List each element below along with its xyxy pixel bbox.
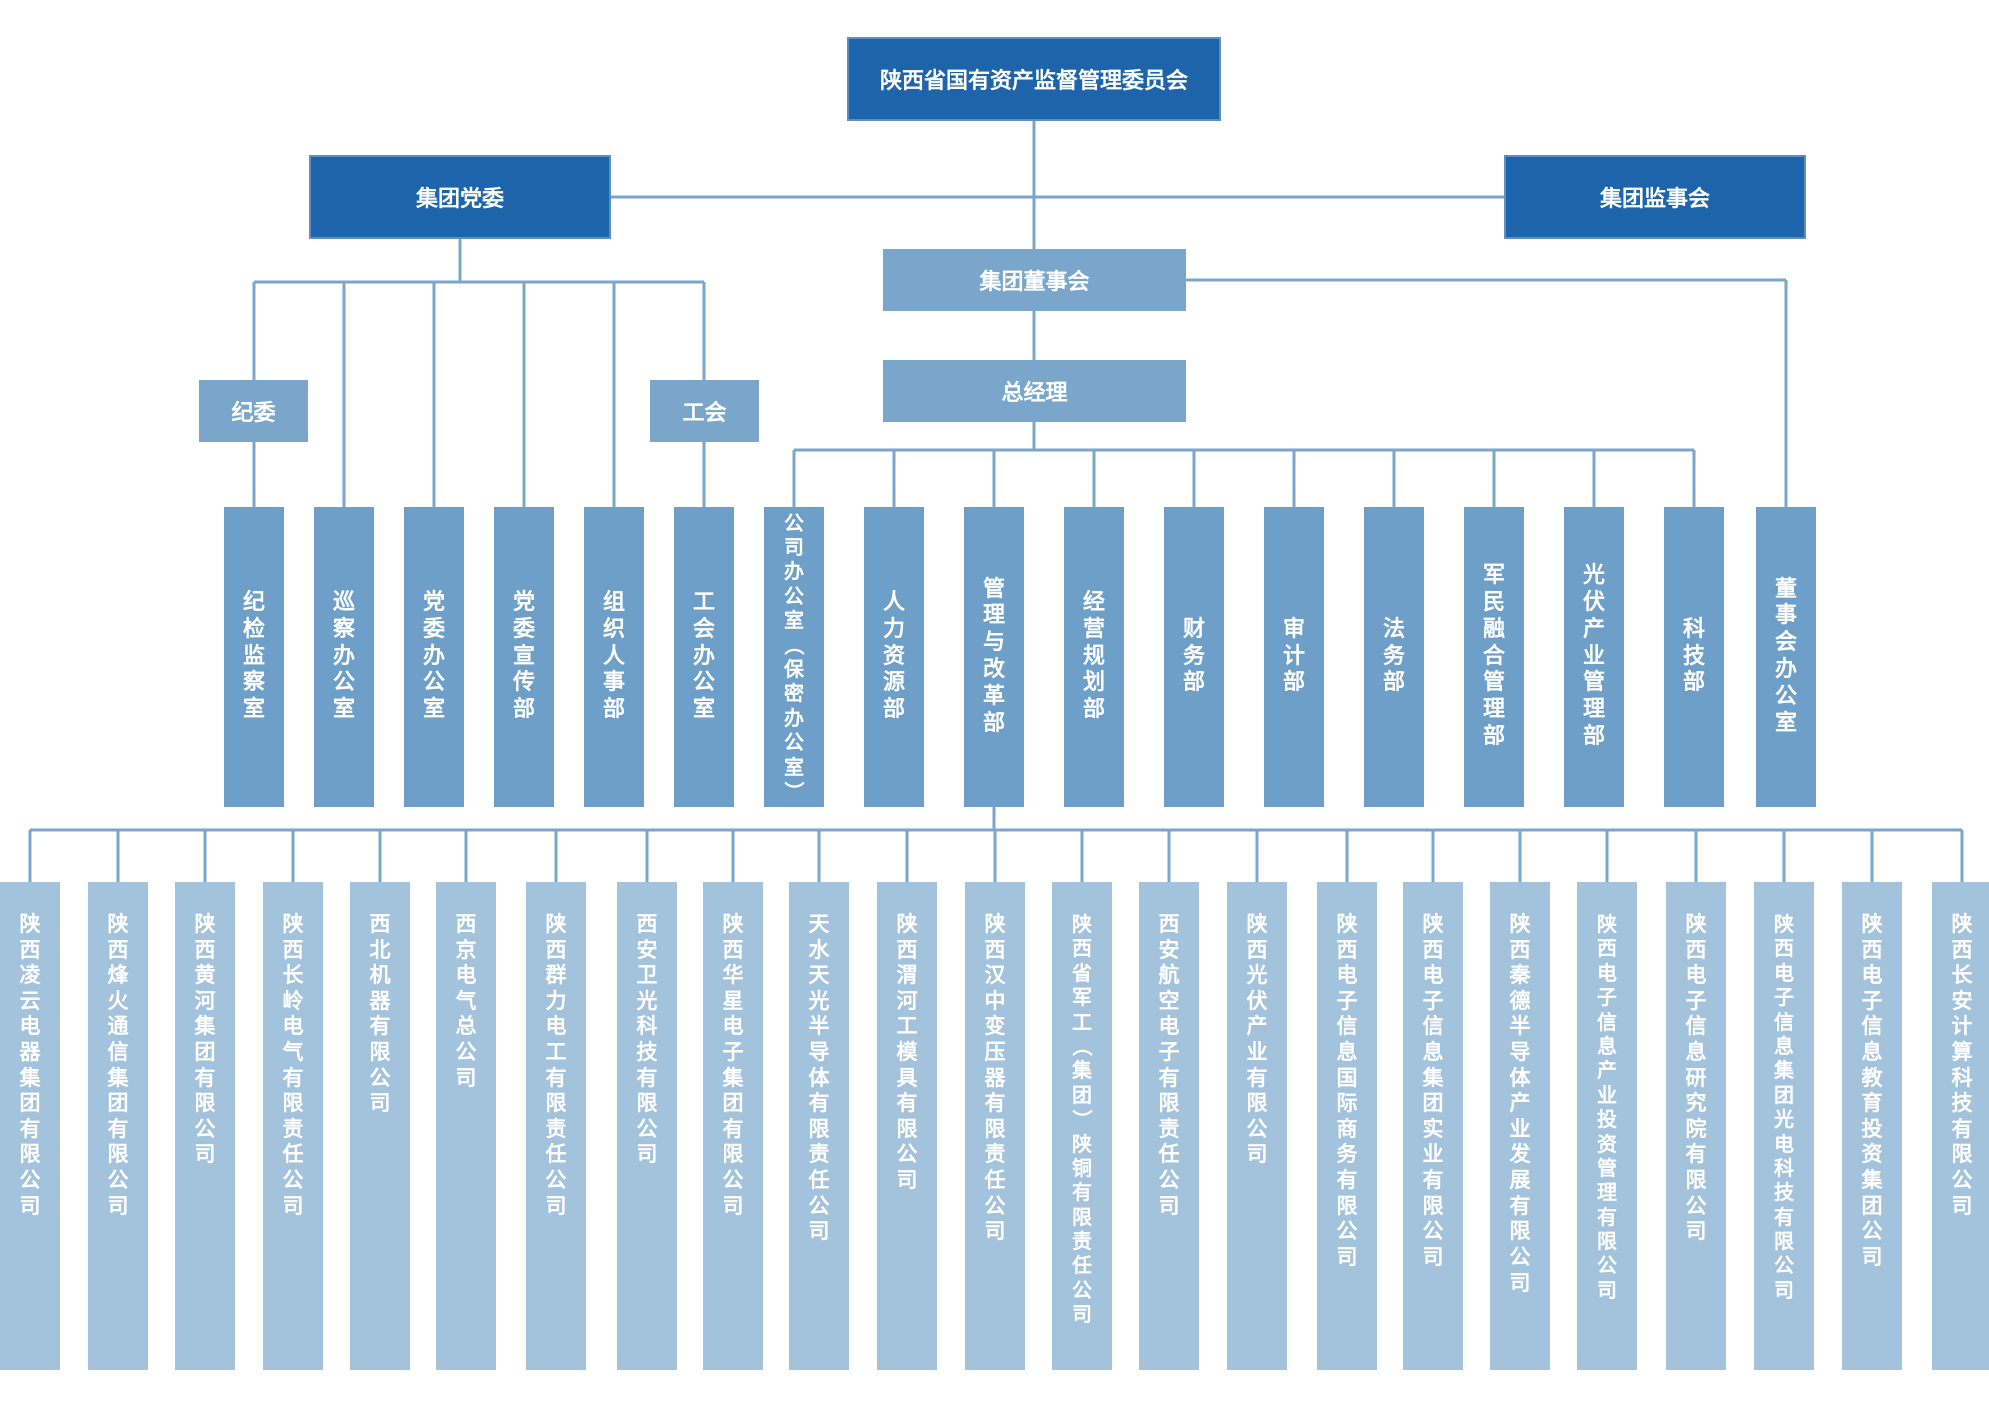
board-of-directors-box: 集团董事会 (883, 249, 1186, 311)
subsidiary-box-label: 陕西烽火通信集团有限公司 (107, 912, 129, 1218)
subsidiary-box-label: 陕西秦德半导体产业发展有限公司 (1509, 912, 1531, 1295)
subsidiary-box-label: 西安航空电子有限责任公司 (1158, 912, 1180, 1218)
department-box-12: 审计部 (1264, 507, 1324, 807)
supervisory-board-label: 集团监事会 (1599, 187, 1710, 212)
department-box-10: 经营规划部 (1064, 507, 1124, 807)
subsidiary-box-label: 陕西渭河工模具有限公司 (896, 912, 918, 1193)
subsidiary-box-label: 陕西汉中变压器有限责任公司 (984, 912, 1006, 1244)
subsidiary-box-4: 陕西长岭电气有限责任公司 (263, 882, 323, 1370)
subsidiary-box-1: 陕西凌云电器集团有限公司 (0, 882, 60, 1370)
subsidiary-box-3: 陕西黄河集团有限公司 (175, 882, 235, 1370)
subsidiary-box-label: 天水天光半导体有限责任公司 (808, 912, 830, 1244)
subsidiary-box-label: 陕西电子信息研究院有限公司 (1685, 912, 1707, 1244)
subsidiary-box-label: 陕西光伏产业有限公司 (1246, 912, 1268, 1167)
subsidiary-box-22: 陕西电子信息教育投资集团公司 (1842, 882, 1902, 1370)
department-box-8: 人力资源部 (864, 507, 924, 807)
subsidiary-box-14: 西安航空电子有限责任公司 (1139, 882, 1199, 1370)
union-box: 工会 (650, 380, 759, 442)
subsidiary-box-label: 陕西电子信息教育投资集团公司 (1861, 912, 1883, 1269)
subsidiary-box-6: 西京电气总公司 (436, 882, 496, 1370)
department-box-17: 董事会办公室 (1756, 507, 1816, 807)
department-box-4: 党委宣传部 (494, 507, 554, 807)
subsidiary-box-label: 西北机器有限公司 (369, 912, 391, 1116)
subsidiary-box-2: 陕西烽火通信集团有限公司 (88, 882, 148, 1370)
subsidiary-box-label: 陕西长安计算科技有限公司 (1951, 912, 1973, 1218)
supervisory-board-box: 集团监事会 (1504, 155, 1806, 239)
department-box-14: 军民融合管理部 (1464, 507, 1524, 807)
general-manager-box: 总经理 (883, 360, 1186, 422)
department-box-16: 科技部 (1664, 507, 1724, 807)
subsidiary-box-label: 陕西电子信息国际商务有限公司 (1336, 912, 1358, 1269)
department-box-label: 财务部 (1182, 616, 1205, 696)
department-box-label: 巡察办公室 (332, 589, 355, 723)
department-box-9: 管理与改革部 (964, 507, 1024, 807)
subsidiary-box-label: 陕西黄河集团有限公司 (194, 912, 216, 1167)
subsidiary-box-20: 陕西电子信息研究院有限公司 (1666, 882, 1726, 1370)
subsidiary-box-9: 陕西华星电子集团有限公司 (703, 882, 763, 1370)
department-box-label: 管理与改革部 (982, 576, 1005, 736)
department-box-label: 公司办公室（保密办公室） (782, 510, 807, 802)
subsidiary-box-18: 陕西秦德半导体产业发展有限公司 (1490, 882, 1550, 1370)
discipline-committee-label: 纪委 (231, 401, 276, 426)
department-box-label: 经营规划部 (1082, 589, 1105, 723)
department-box-label: 科技部 (1682, 616, 1705, 696)
board-of-directors-label: 集团董事会 (979, 270, 1090, 295)
subsidiary-box-label: 陕西省军工（集团）陕铜有限责任公司 (1070, 912, 1095, 1327)
subsidiary-box-label: 陕西长岭电气有限责任公司 (282, 912, 304, 1218)
subsidiary-box-label: 陕西凌云电器集团有限公司 (19, 912, 41, 1218)
department-box-6: 工会办公室 (674, 507, 734, 807)
party-committee-label: 集团党委 (415, 187, 504, 212)
sasac-box: 陕西省国有资产监督管理委员会 (847, 37, 1221, 121)
department-box-label: 党委宣传部 (512, 589, 535, 723)
department-box-label: 法务部 (1382, 616, 1405, 696)
subsidiary-box-16: 陕西电子信息国际商务有限公司 (1317, 882, 1377, 1370)
subsidiary-box-label: 陕西华星电子集团有限公司 (722, 912, 744, 1218)
department-box-3: 党委办公室 (404, 507, 464, 807)
department-box-label: 董事会办公室 (1774, 576, 1797, 736)
department-box-label: 光伏产业管理部 (1582, 563, 1605, 750)
department-box-label: 审计部 (1282, 616, 1305, 696)
subsidiary-box-5: 西北机器有限公司 (350, 882, 410, 1370)
sasac-label: 陕西省国有资产监督管理委员会 (879, 69, 1188, 94)
department-box-11: 财务部 (1164, 507, 1224, 807)
subsidiary-box-8: 西安卫光科技有限公司 (617, 882, 677, 1370)
department-box-1: 纪检监察室 (224, 507, 284, 807)
department-box-label: 纪检监察室 (242, 589, 265, 723)
subsidiary-box-21: 陕西电子信息集团光电科技有限公司 (1754, 882, 1814, 1370)
discipline-committee-box: 纪委 (199, 380, 308, 442)
subsidiary-box-label: 陕西电子信息集团光电科技有限公司 (1774, 912, 1794, 1302)
party-committee-box: 集团党委 (309, 155, 611, 239)
department-box-label: 党委办公室 (422, 589, 445, 723)
subsidiary-box-label: 陕西电子信息集团实业有限公司 (1422, 912, 1444, 1269)
subsidiary-box-19: 陕西电子信息产业投资管理有限公司 (1577, 882, 1637, 1370)
department-box-label: 组织人事部 (602, 589, 625, 723)
subsidiary-box-12: 陕西汉中变压器有限责任公司 (965, 882, 1025, 1370)
subsidiary-box-15: 陕西光伏产业有限公司 (1227, 882, 1287, 1370)
subsidiary-box-23: 陕西长安计算科技有限公司 (1932, 882, 1989, 1370)
subsidiary-box-label: 西京电气总公司 (455, 912, 477, 1090)
subsidiary-box-label: 陕西群力电工有限责任公司 (545, 912, 567, 1218)
department-box-7: 公司办公室（保密办公室） (764, 507, 824, 807)
department-box-13: 法务部 (1364, 507, 1424, 807)
department-box-2: 巡察办公室 (314, 507, 374, 807)
subsidiary-box-10: 天水天光半导体有限责任公司 (789, 882, 849, 1370)
union-label: 工会 (682, 401, 727, 426)
department-box-5: 组织人事部 (584, 507, 644, 807)
department-box-15: 光伏产业管理部 (1564, 507, 1624, 807)
subsidiary-box-label: 西安卫光科技有限公司 (636, 912, 658, 1167)
department-box-label: 工会办公室 (692, 589, 715, 723)
department-box-label: 军民融合管理部 (1482, 563, 1505, 750)
subsidiary-box-7: 陕西群力电工有限责任公司 (526, 882, 586, 1370)
subsidiary-box-label: 陕西电子信息产业投资管理有限公司 (1597, 912, 1617, 1302)
subsidiary-box-11: 陕西渭河工模具有限公司 (877, 882, 937, 1370)
general-manager-label: 总经理 (1001, 381, 1068, 406)
subsidiary-box-13: 陕西省军工（集团）陕铜有限责任公司 (1052, 882, 1112, 1370)
subsidiary-box-17: 陕西电子信息集团实业有限公司 (1403, 882, 1463, 1370)
department-box-label: 人力资源部 (882, 589, 905, 723)
